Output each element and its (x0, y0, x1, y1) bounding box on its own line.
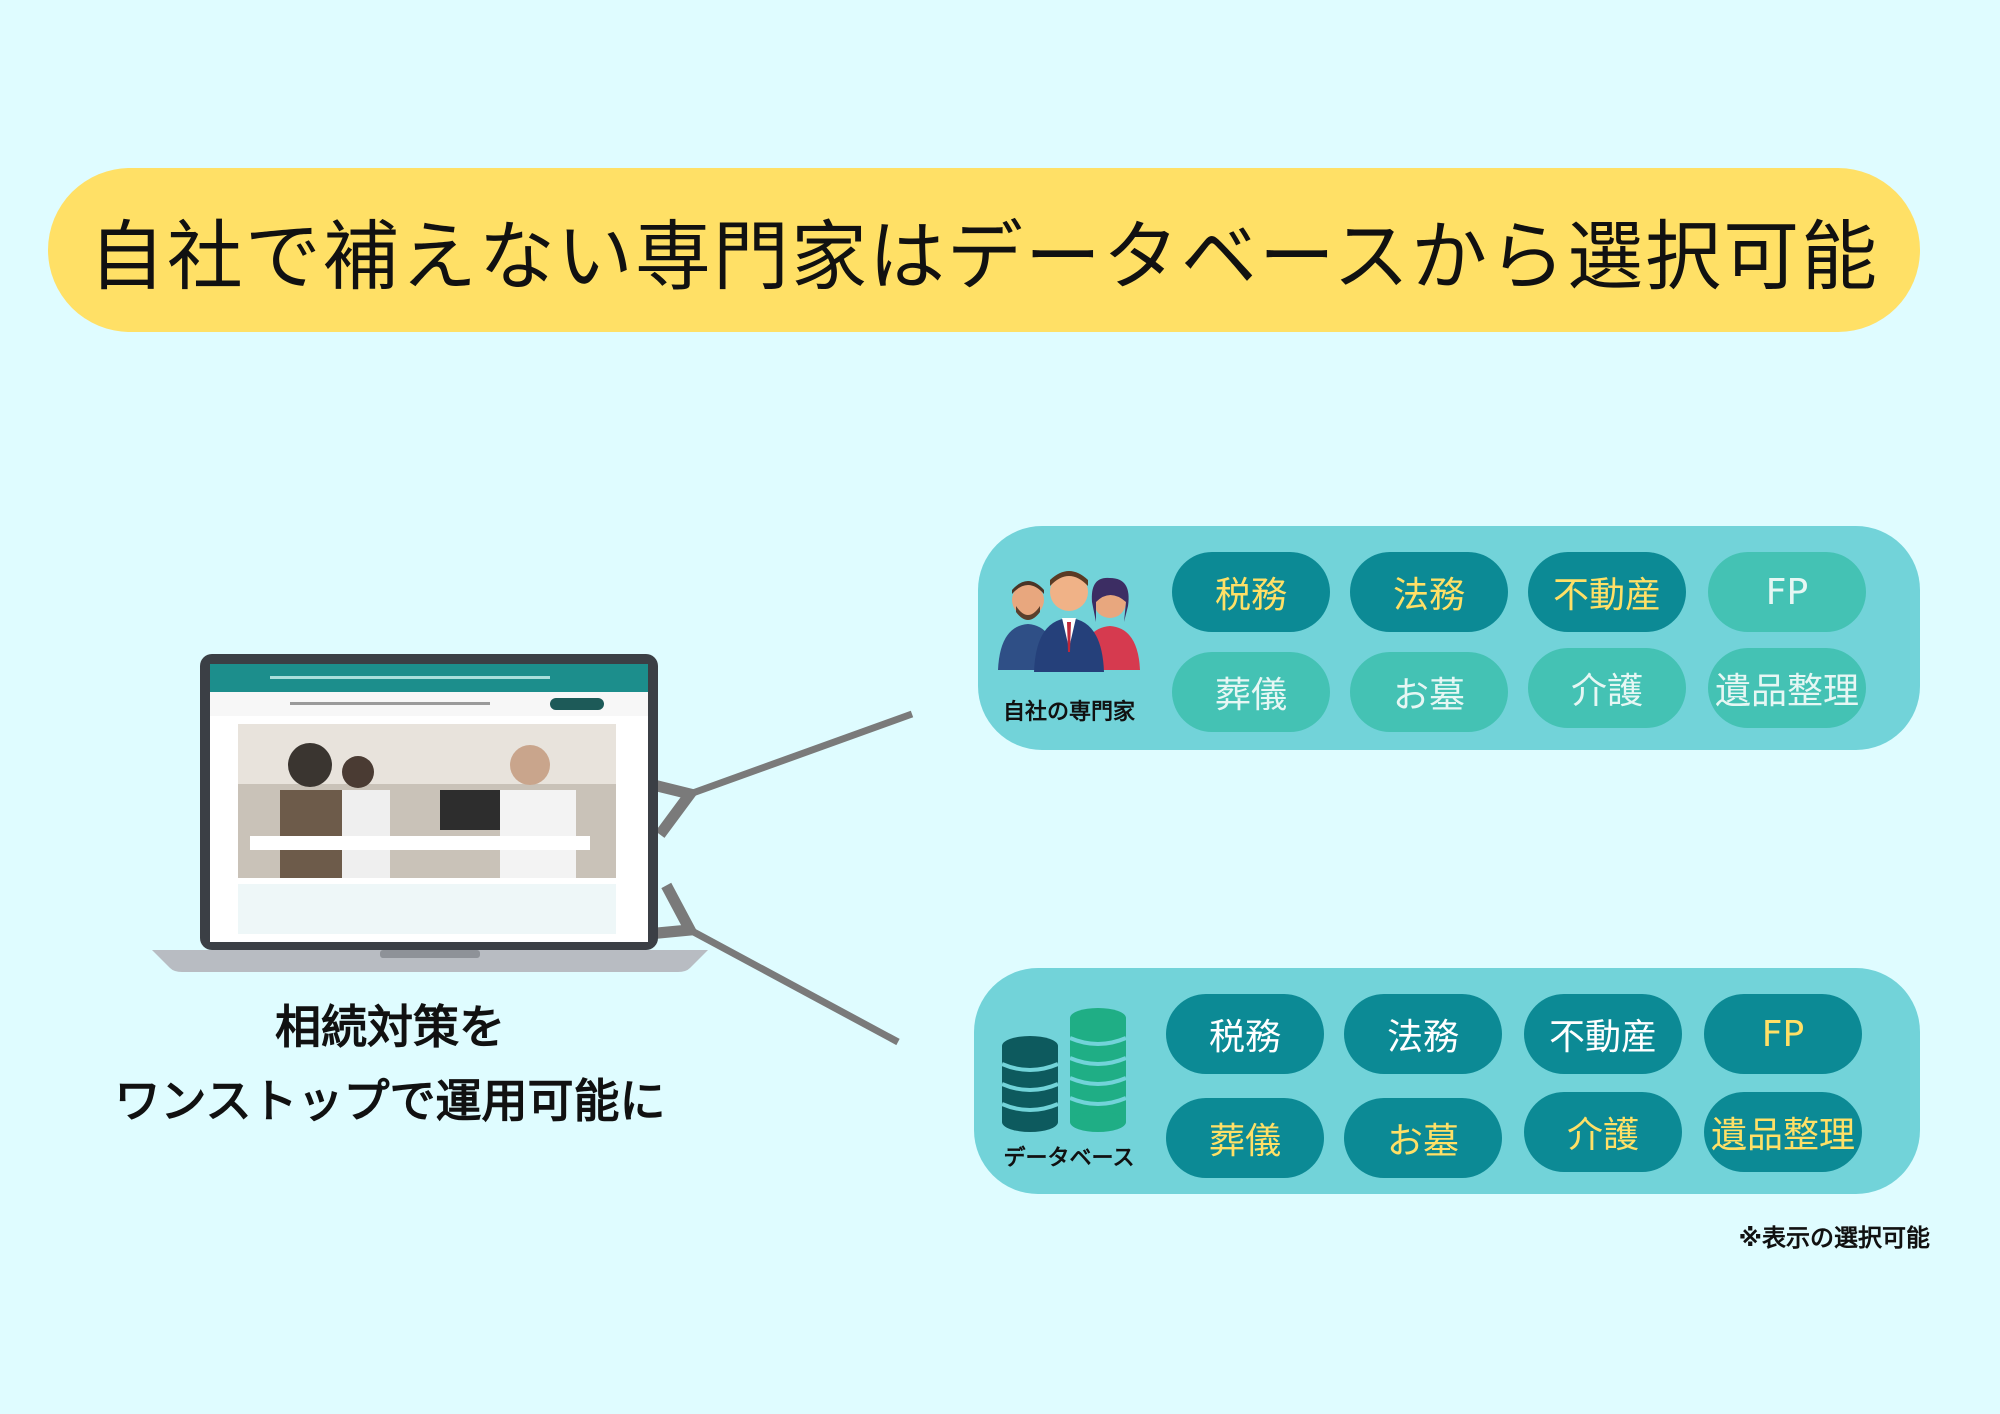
chip-label: 税務 (1214, 575, 1287, 616)
chip-label: FP (1765, 571, 1809, 613)
in-house-experts-panel: 自社の専門家 税務 法務 不動産 FP 葬儀 お墓 介護 遺品整理 (978, 526, 1920, 750)
chip-label: 遺品整理 (1710, 1115, 1855, 1156)
chip-real-estate[interactable]: 不動産 (1524, 994, 1682, 1074)
footnote: ※表示の選択可能 (1738, 1224, 1930, 1252)
chip-label: お墓 (1392, 675, 1465, 716)
chip-label: 税務 (1208, 1017, 1281, 1058)
chip-grave[interactable]: お墓 (1350, 652, 1508, 732)
chip-label: お墓 (1386, 1121, 1459, 1162)
chip-care[interactable]: 介護 (1528, 648, 1686, 728)
chip-legal[interactable]: 法務 (1344, 994, 1502, 1074)
chip-estate-cleanup[interactable]: 遺品整理 (1704, 1092, 1862, 1172)
chip-label: 不動産 (1552, 575, 1661, 616)
page-title: 自社で補えない専門家はデータベースから選択可能 (88, 212, 1880, 301)
chip-label: 法務 (1386, 1017, 1459, 1058)
chip-label: FP (1761, 1013, 1805, 1055)
arrow-from-experts (639, 710, 914, 838)
chip-fp[interactable]: FP (1708, 552, 1866, 632)
caption-line-1: 相続対策を (275, 1000, 505, 1054)
chip-tax[interactable]: 税務 (1166, 994, 1324, 1074)
chip-label: 葬儀 (1208, 1121, 1281, 1162)
chip-funeral[interactable]: 葬儀 (1172, 652, 1330, 732)
chip-label: 不動産 (1548, 1017, 1657, 1058)
chip-grave[interactable]: お墓 (1344, 1098, 1502, 1178)
chip-label: 葬儀 (1214, 675, 1287, 716)
experts-panel-label: 自社の専門家 (1002, 700, 1135, 725)
chip-label: 法務 (1392, 575, 1465, 616)
laptop-caption: 相続対策を ワンストップで運用可能に (40, 990, 740, 1138)
chip-care[interactable]: 介護 (1524, 1092, 1682, 1172)
database-panel-label: データベース (1003, 1146, 1135, 1171)
title-banner: 自社で補えない専門家はデータベースから選択可能 (48, 168, 1920, 332)
database-panel: データベース 税務 法務 不動産 FP 葬儀 お墓 介護 遺品整理 (974, 968, 1920, 1194)
chip-real-estate[interactable]: 不動産 (1528, 552, 1686, 632)
chip-label: 介護 (1570, 671, 1643, 712)
database-coins-icon (1001, 1008, 1127, 1132)
chip-tax[interactable]: 税務 (1172, 552, 1330, 632)
laptop-icon (152, 654, 708, 972)
people-group-icon (998, 571, 1140, 672)
chip-legal[interactable]: 法務 (1350, 552, 1508, 632)
chip-funeral[interactable]: 葬儀 (1166, 1098, 1324, 1178)
chip-label: 介護 (1566, 1115, 1639, 1156)
caption-line-2: ワンストップで運用可能に (114, 1074, 666, 1128)
chip-estate-cleanup[interactable]: 遺品整理 (1708, 648, 1866, 728)
chip-label: 遺品整理 (1714, 671, 1859, 712)
chip-fp[interactable]: FP (1704, 994, 1862, 1074)
arrow-from-database (639, 882, 900, 1046)
